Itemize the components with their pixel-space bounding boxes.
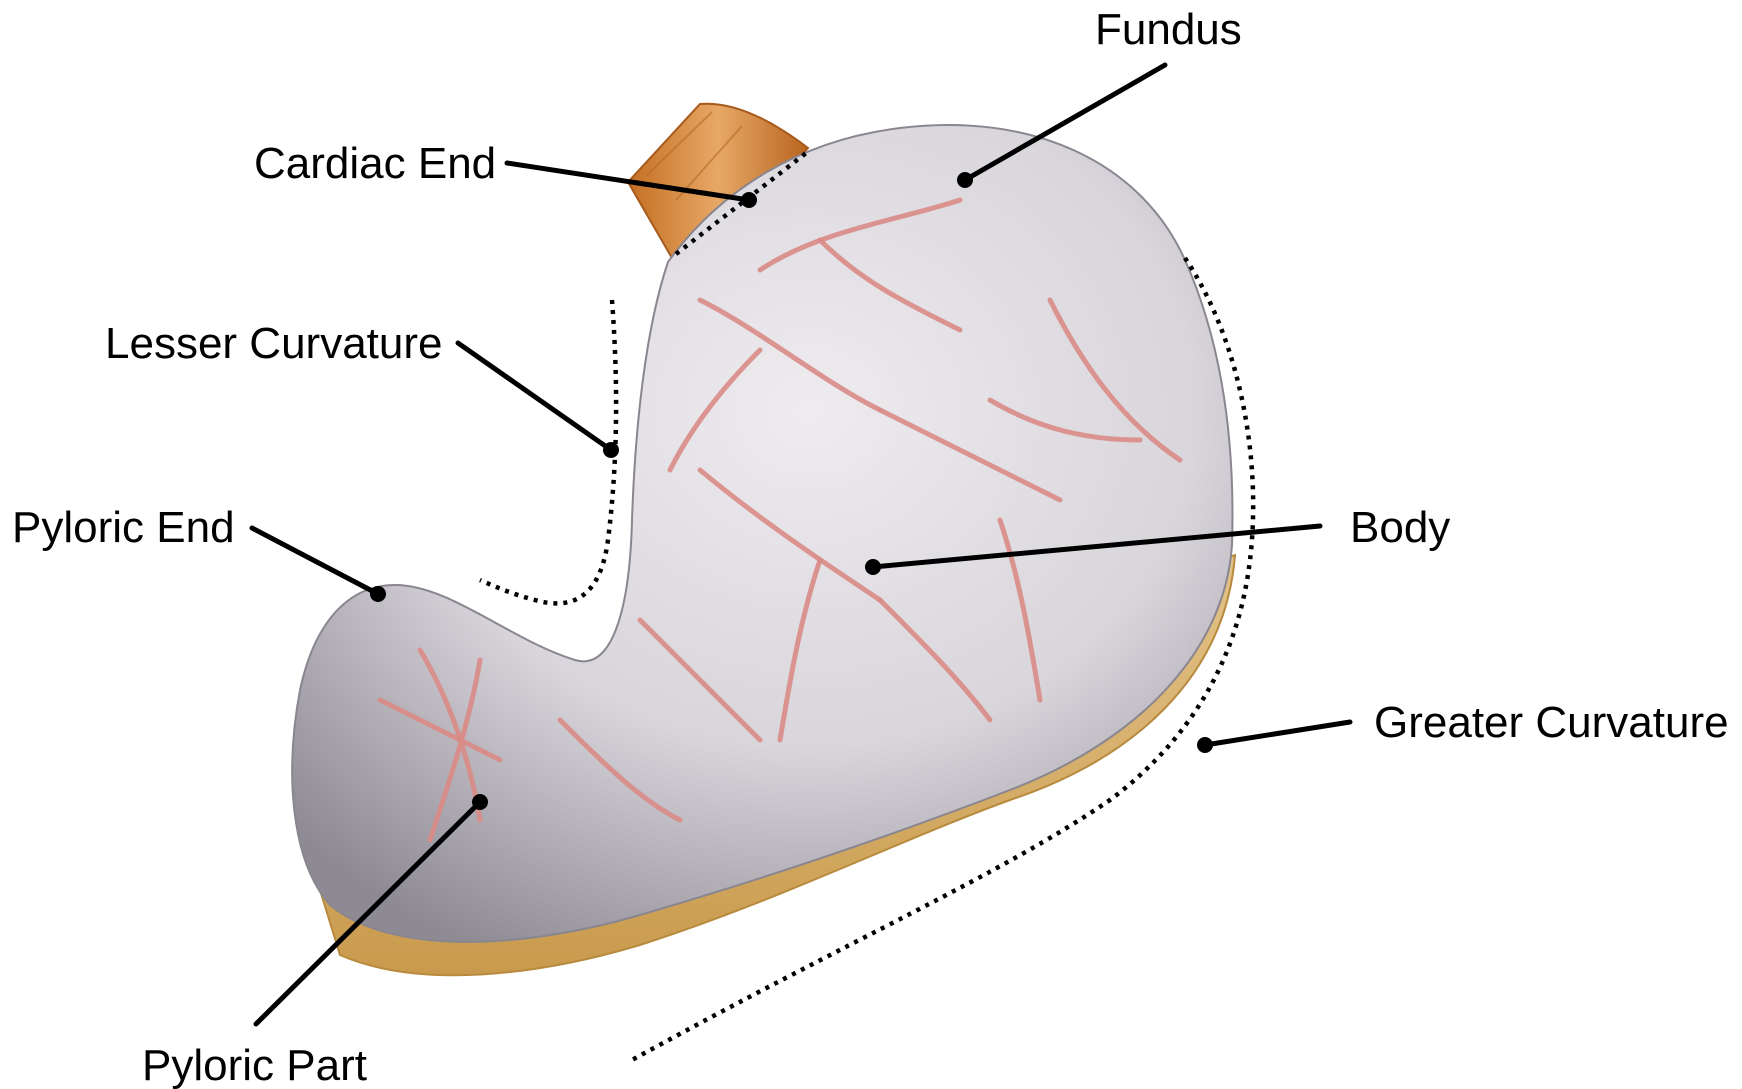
stomach <box>292 125 1232 942</box>
pyloric-end-label: Pyloric End <box>12 503 235 552</box>
body-label: Body <box>1350 503 1450 552</box>
cardiac-end-label: Cardiac End <box>254 139 496 188</box>
lesser-curvature-outline <box>480 300 616 603</box>
lesser-curvature-label: Lesser Curvature <box>105 319 442 368</box>
fundus-label: Fundus <box>1095 5 1242 54</box>
pyloric-part-label: Pyloric Part <box>142 1041 367 1089</box>
greater-curvature-label: Greater Curvature <box>1374 698 1729 747</box>
